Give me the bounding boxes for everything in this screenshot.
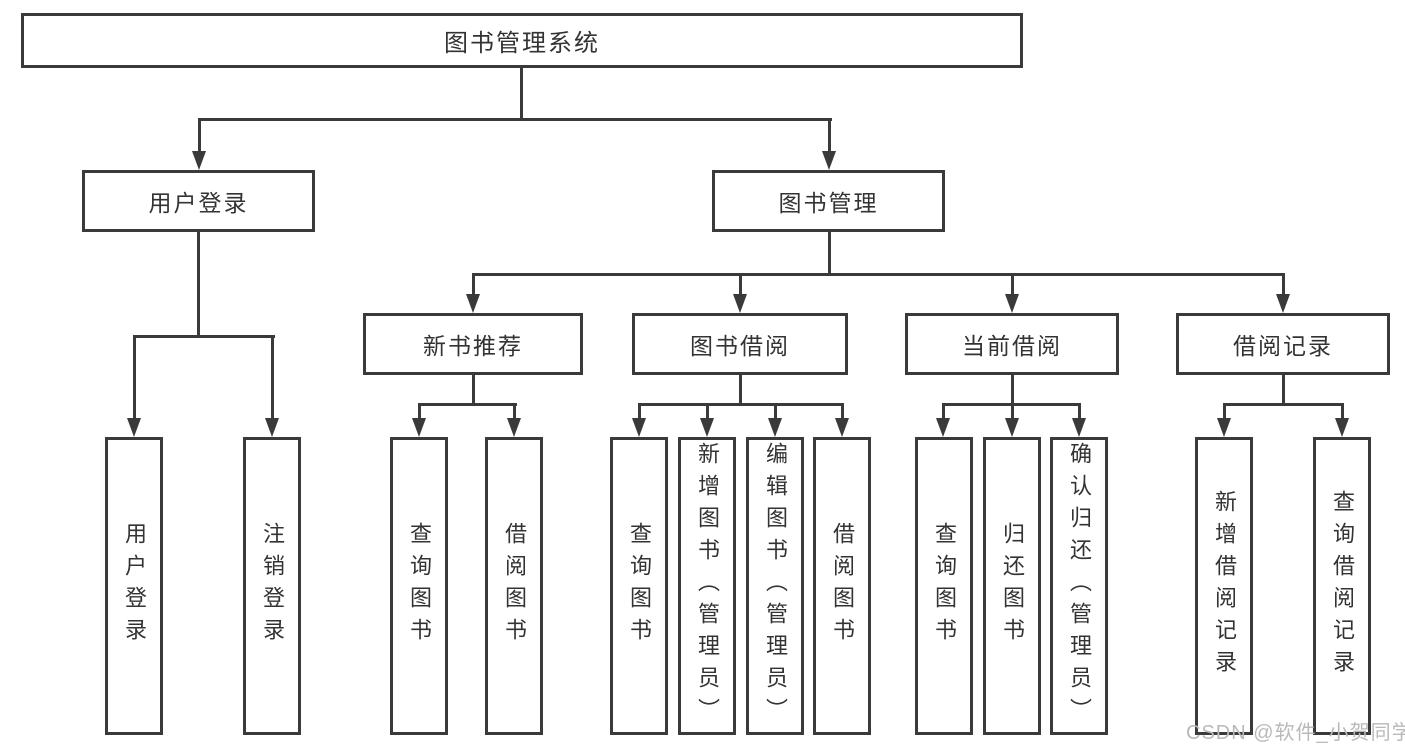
node-book-management: 图书管理 <box>712 170 945 232</box>
leaf-edit-book-admin: 编辑图书（管理员） <box>746 437 804 735</box>
arrow-down-icon <box>466 294 480 313</box>
node-book-borrow: 图书借阅 <box>632 313 848 375</box>
connector-line <box>828 118 831 153</box>
arrow-down-icon <box>822 151 836 170</box>
connector-recommend-rail <box>418 403 517 406</box>
arrow-down-icon <box>733 294 747 313</box>
leaf-query-books-1: 查询图书 <box>390 437 448 735</box>
arrow-down-icon <box>768 418 782 437</box>
connector-line <box>472 273 475 296</box>
connector-line <box>418 403 421 420</box>
connector-line <box>1282 273 1285 296</box>
arrow-down-icon <box>700 418 714 437</box>
node-borrow-records: 借阅记录 <box>1176 313 1390 375</box>
connector-book-mgmt-stem <box>828 232 831 276</box>
connector-line <box>1011 403 1014 420</box>
connector-line <box>841 403 844 420</box>
connector-line <box>706 403 709 420</box>
connector-line <box>1078 403 1081 420</box>
leaf-confirm-return-admin: 确认归还（管理员） <box>1050 437 1108 735</box>
arrow-down-icon <box>1072 418 1086 437</box>
arrow-down-icon <box>835 418 849 437</box>
connector-line <box>638 403 641 420</box>
leaf-return-books: 归还图书 <box>983 437 1041 735</box>
connector-line <box>1223 403 1226 420</box>
connector-line <box>1341 403 1344 420</box>
connector-line <box>1011 273 1014 296</box>
watermark: CSDN @软件_小贺同学 <box>1186 722 1405 744</box>
connector-recommend-stem <box>472 375 475 406</box>
connector-line <box>133 335 136 419</box>
connector-line <box>513 403 516 420</box>
connector-line <box>774 403 777 420</box>
connector-records-stem <box>1282 375 1285 406</box>
connector-book-mgmt-rail <box>472 273 1284 276</box>
arrow-down-icon <box>507 418 521 437</box>
leaf-add-borrow-record: 新增借阅记录 <box>1195 437 1253 735</box>
leaf-borrow-books-1: 借阅图书 <box>485 437 543 735</box>
connector-line <box>739 273 742 296</box>
leaf-borrow-books-2: 借阅图书 <box>813 437 871 735</box>
node-current-borrow: 当前借阅 <box>905 313 1119 375</box>
arrow-down-icon <box>127 418 141 437</box>
connector-line <box>942 403 945 420</box>
leaf-user-login: 用户登录 <box>105 437 163 735</box>
leaf-query-books-3: 查询图书 <box>915 437 973 735</box>
arrow-down-icon <box>632 418 646 437</box>
arrow-down-icon <box>1217 418 1231 437</box>
node-new-book-recommend: 新书推荐 <box>363 313 583 375</box>
arrow-down-icon <box>1005 294 1019 313</box>
connector-current-stem <box>1011 375 1014 406</box>
leaf-add-book-admin: 新增图书（管理员） <box>678 437 736 735</box>
connector-borrow-stem <box>739 375 742 406</box>
leaf-logout-login: 注销登录 <box>243 437 301 735</box>
connector-records-rail <box>1223 403 1343 406</box>
leaf-query-borrow-record: 查询借阅记录 <box>1313 437 1371 735</box>
connector-line <box>198 118 201 153</box>
arrow-down-icon <box>412 418 426 437</box>
connector-user-login-stem <box>197 232 200 338</box>
arrow-down-icon <box>265 418 279 437</box>
arrow-down-icon <box>1276 294 1290 313</box>
arrow-down-icon <box>1335 418 1349 437</box>
leaf-query-books-2: 查询图书 <box>610 437 668 735</box>
connector-line <box>271 335 274 419</box>
connector-root-stem <box>520 68 523 120</box>
connector-root-rail <box>198 118 832 121</box>
connector-user-login-rail <box>133 335 275 338</box>
node-user-login: 用户登录 <box>82 170 315 232</box>
node-library-system: 图书管理系统 <box>21 13 1023 68</box>
connector-borrow-rail <box>638 403 844 406</box>
arrow-down-icon <box>192 151 206 170</box>
arrow-down-icon <box>1005 418 1019 437</box>
arrow-down-icon <box>936 418 950 437</box>
